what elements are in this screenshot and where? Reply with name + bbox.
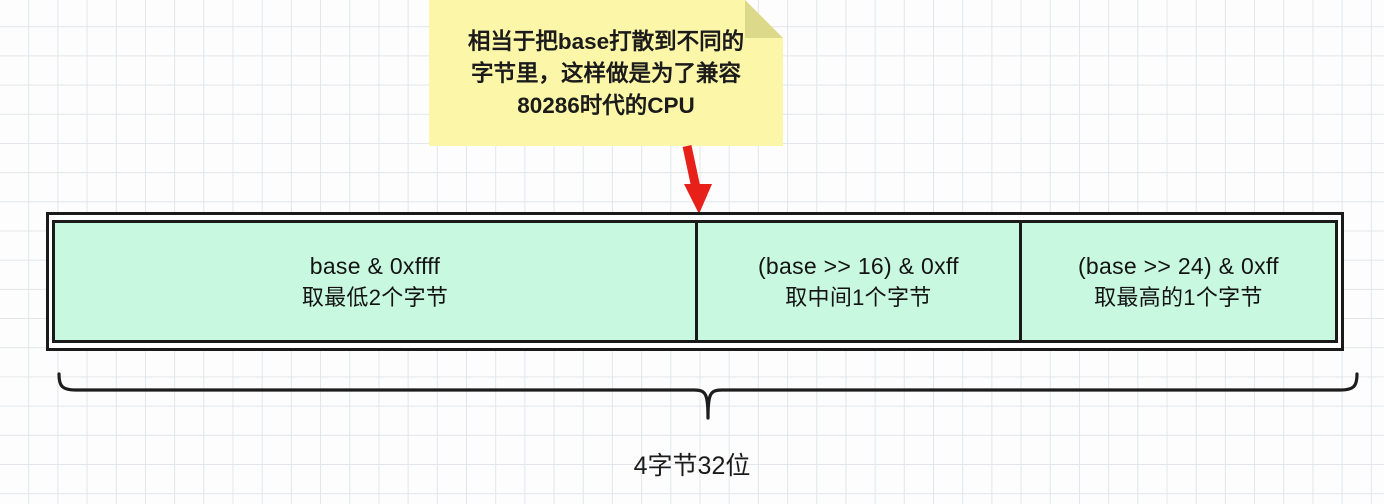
byte-cell-description: 取中间1个字节 — [785, 284, 932, 310]
byte-cell-description: 取最高的1个字节 — [1094, 284, 1263, 310]
byte-cell-expression: (base >> 24) & 0xff — [1077, 252, 1279, 279]
bottom-curly-brace — [57, 372, 1359, 420]
byte-cell-expression: base & 0xffff — [309, 252, 441, 279]
byte-cell-description: 取最低2个字节 — [301, 284, 449, 310]
byte-cell-low-word: base & 0xffff 取最低2个字节 — [55, 223, 695, 340]
sticky-note-annotation: 相当于把base打散到不同的 字节里，这样做是为了兼容 80286时代的CPU — [429, 0, 783, 146]
byte-cell-expression: (base >> 16) & 0xff — [757, 252, 959, 279]
sticky-note-text: 相当于把base打散到不同的 字节里，这样做是为了兼容 80286时代的CPU — [467, 29, 745, 118]
byte-cell-middle-byte: (base >> 16) & 0xff 取中间1个字节 — [695, 223, 1019, 340]
sticky-note-body — [429, 0, 783, 146]
byte-cell-high-byte: (base >> 24) & 0xff 取最高的1个字节 — [1018, 223, 1335, 340]
brace-label: 4字节32位 — [633, 452, 751, 480]
byte-box: base & 0xffff 取最低2个字节 (base >> 16) & 0xf… — [52, 220, 1338, 343]
red-down-arrow-icon — [682, 145, 712, 214]
